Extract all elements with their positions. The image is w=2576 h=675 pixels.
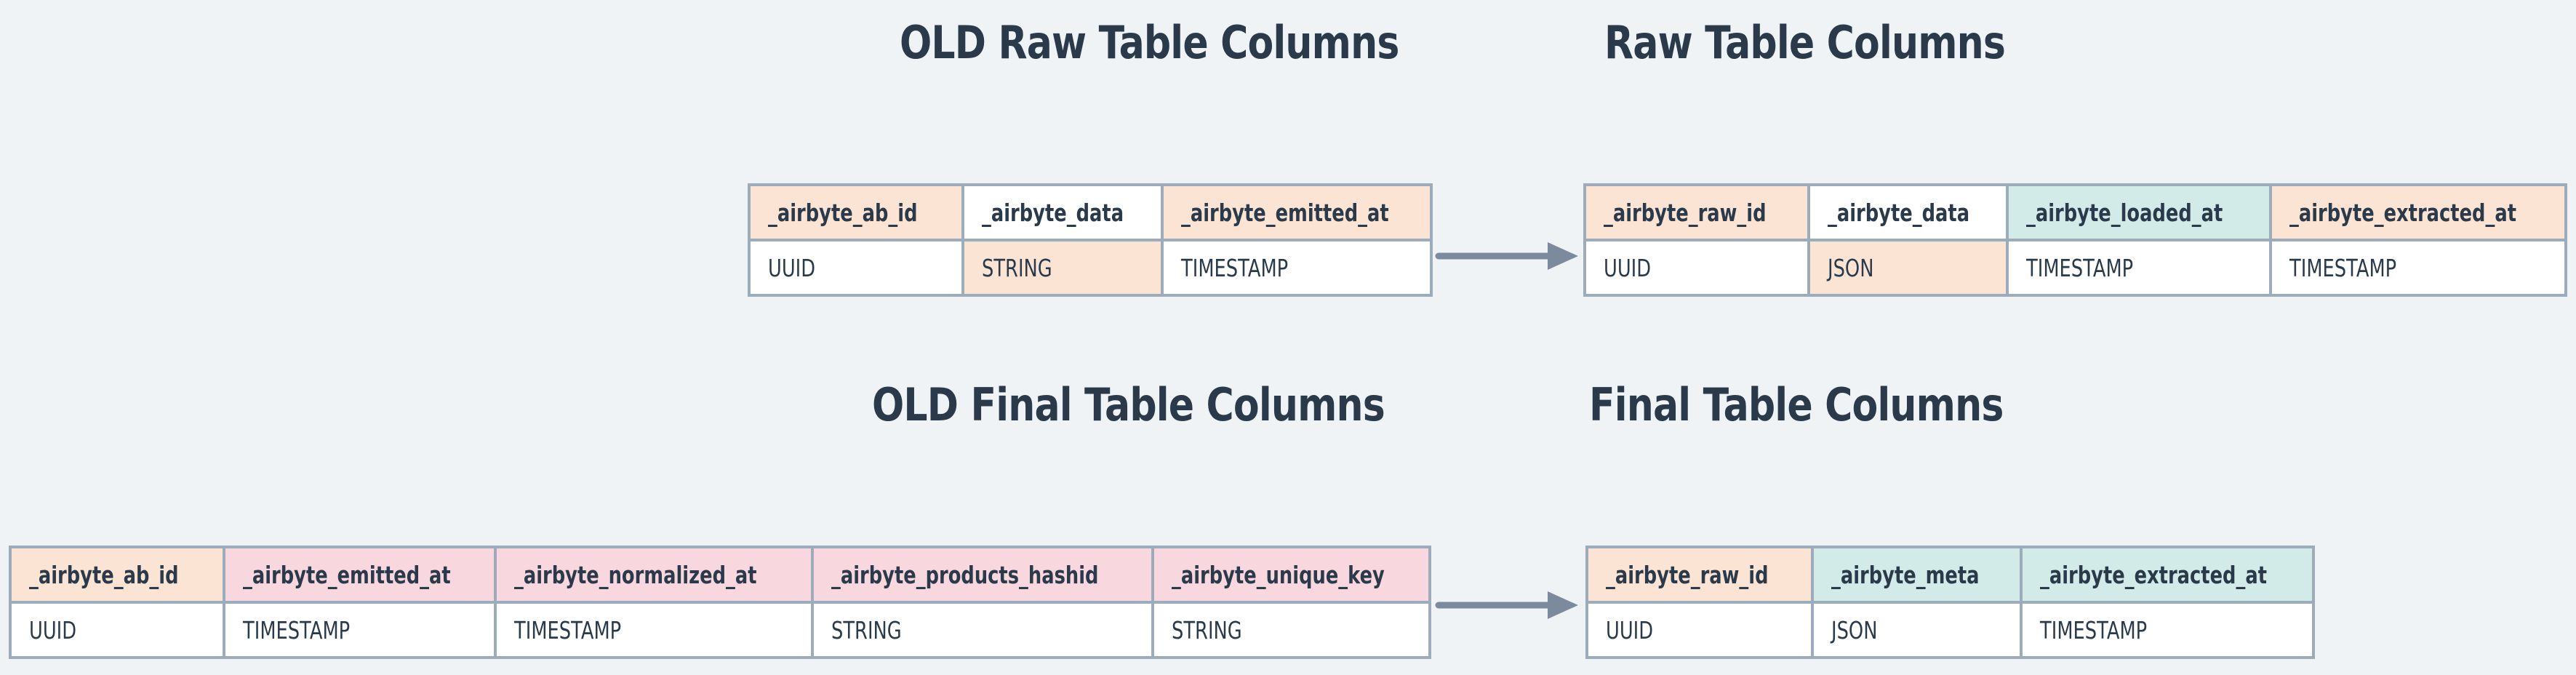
header-row: _airbyte_raw_id _airbyte_data _airbyte_l… [1583,183,2567,241]
column-type: TIMESTAMP [2026,253,2134,282]
raw-table-title: Raw Table Columns [1604,16,2081,70]
final-table-title-text: Final Table Columns [1589,378,2004,431]
column-header-cell: _airbyte_raw_id [1585,546,1814,604]
type-row: UUID JSON TIMESTAMP TIMESTAMP [1583,239,2567,297]
column-name: _airbyte_data [1828,198,1970,227]
column-type-cell: STRING [961,239,1164,297]
column-type: JSON [1828,253,1874,282]
type-row: UUID JSON TIMESTAMP [1585,601,2315,659]
column-type: UUID [1604,253,1652,282]
column-type-cell: TIMESTAMP [2020,601,2315,659]
column-header-cell: _airbyte_data [961,183,1164,241]
column-header-cell: _airbyte_emitted_at [223,546,497,604]
column-header-cell: _airbyte_emitted_at [1161,183,1433,241]
column-name: _airbyte_extracted_at [2040,560,2268,589]
column-type-cell: JSON [1807,239,2009,297]
column-name: _airbyte_extracted_at [2289,198,2517,227]
column-name: _airbyte_ab_id [768,198,918,227]
column-header-cell: _airbyte_normalized_at [494,546,814,604]
column-header-cell: _airbyte_data [1807,183,2009,241]
old-raw-table: _airbyte_ab_id _airbyte_data _airbyte_em… [748,183,1433,297]
column-name: _airbyte_emitted_at [1181,198,1389,227]
column-type: STRING [831,615,902,644]
column-type-cell: TIMESTAMP [494,601,814,659]
column-type-cell: JSON [1811,601,2023,659]
column-type: UUID [29,615,77,644]
column-type-cell: TIMESTAMP [1161,239,1433,297]
column-type: TIMESTAMP [2040,615,2148,644]
type-row: UUID TIMESTAMP TIMESTAMP STRING STRING [9,601,1431,659]
column-name: _airbyte_products_hashid [831,560,1099,589]
column-type: JSON [1831,615,1878,644]
column-header-cell: _airbyte_products_hashid [811,546,1154,604]
column-type-cell: UUID [748,239,964,297]
raw-table: _airbyte_raw_id _airbyte_data _airbyte_l… [1583,183,2567,297]
column-name: _airbyte_meta [1831,560,1980,589]
column-name: _airbyte_normalized_at [514,560,757,589]
column-type-cell: UUID [9,601,225,659]
column-type: STRING [982,253,1052,282]
column-header-cell: _airbyte_extracted_at [2269,183,2567,241]
column-name: _airbyte_raw_id [1606,560,1769,589]
final-table-title: Final Table Columns [1589,378,2082,432]
raw-table-title-text: Raw Table Columns [1604,16,2006,69]
column-name: _airbyte_unique_key [1172,560,1385,589]
header-row: _airbyte_ab_id _airbyte_data _airbyte_em… [748,183,1433,241]
column-type: UUID [1606,615,1654,644]
column-type: TIMESTAMP [1181,253,1289,282]
column-type: TIMESTAMP [243,615,351,644]
column-name: _airbyte_loaded_at [2026,198,2223,227]
column-type-cell: STRING [1151,601,1431,659]
final-table: _airbyte_raw_id _airbyte_meta _airbyte_e… [1585,546,2315,659]
column-name: _airbyte_data [982,198,1124,227]
column-type-cell: STRING [811,601,1154,659]
column-name: _airbyte_emitted_at [243,560,451,589]
column-name: _airbyte_raw_id [1604,198,1767,227]
column-type: STRING [1172,615,1242,644]
arrow-old-raw-to-raw-icon [1435,242,1578,270]
column-name: _airbyte_ab_id [29,560,179,589]
column-type-cell: UUID [1585,601,1814,659]
column-type: UUID [768,253,816,282]
header-row: _airbyte_raw_id _airbyte_meta _airbyte_e… [1585,546,2315,604]
old-final-table-title-text: OLD Final Table Columns [872,378,1385,431]
column-header-cell: _airbyte_ab_id [9,546,225,604]
column-header-cell: _airbyte_unique_key [1151,546,1431,604]
old-final-table-title: OLD Final Table Columns [872,378,1482,432]
column-header-cell: _airbyte_ab_id [748,183,964,241]
type-row: UUID STRING TIMESTAMP [748,239,1433,297]
old-raw-table-title-text: OLD Raw Table Columns [900,16,1399,69]
column-type-cell: TIMESTAMP [2269,239,2567,297]
column-type: TIMESTAMP [514,615,622,644]
column-header-cell: _airbyte_extracted_at [2020,546,2315,604]
arrow-old-final-to-final-icon [1435,591,1578,619]
column-type-cell: UUID [1583,239,1810,297]
column-header-cell: _airbyte_meta [1811,546,2023,604]
column-header-cell: _airbyte_loaded_at [2006,183,2272,241]
old-raw-table-title: OLD Raw Table Columns [900,16,1494,70]
old-final-table: _airbyte_ab_id _airbyte_emitted_at _airb… [9,546,1431,659]
header-row: _airbyte_ab_id _airbyte_emitted_at _airb… [9,546,1431,604]
column-type: TIMESTAMP [2289,253,2397,282]
column-type-cell: TIMESTAMP [223,601,497,659]
column-header-cell: _airbyte_raw_id [1583,183,1810,241]
column-type-cell: TIMESTAMP [2006,239,2272,297]
